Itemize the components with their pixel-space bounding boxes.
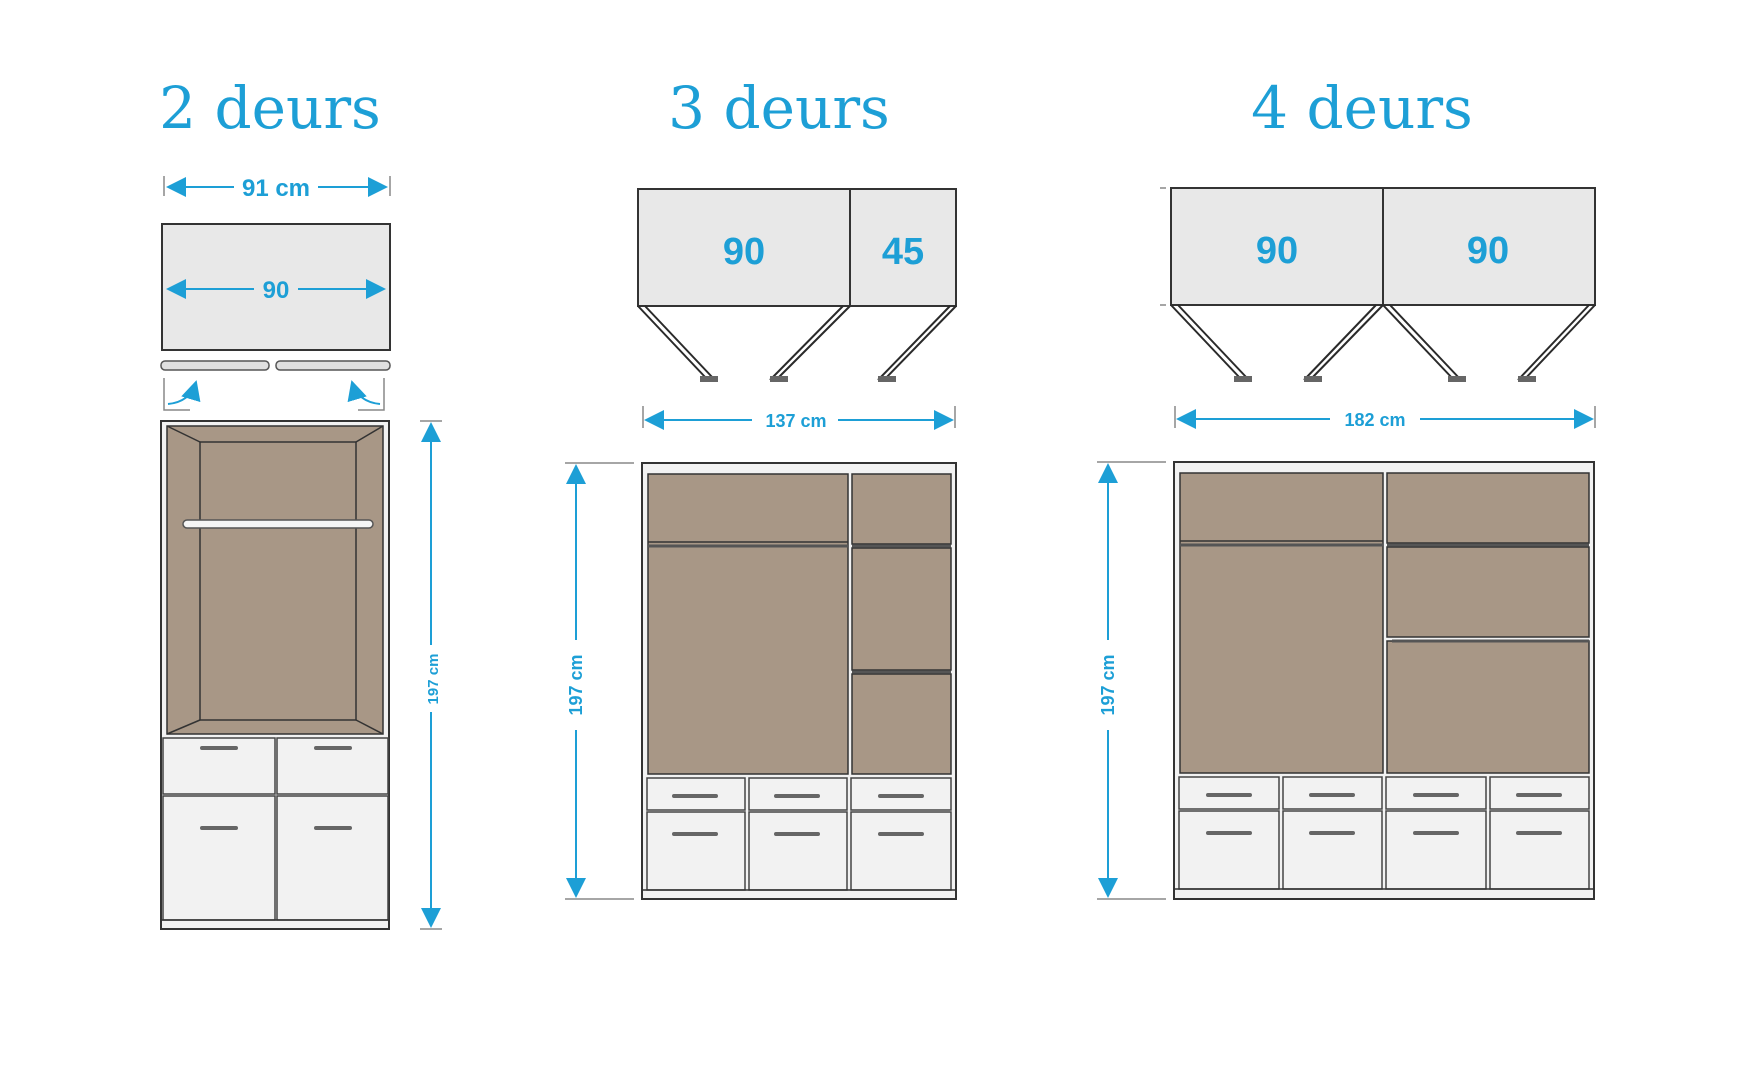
inner-label-2-doors: 90 (263, 277, 290, 304)
width-dimension-4-doors: 182 cm (1174, 406, 1596, 430)
width-label-4-doors: 182 cm (1344, 410, 1405, 430)
width-dimension-3-doors: 137 cm (642, 406, 956, 431)
top-plan-2-doors: 90 (160, 223, 391, 411)
wardrobe-4-doors: 4 deurs 90 90 (1097, 74, 1596, 900)
width-label-2-doors: 91 cm (242, 175, 310, 202)
title-4-doors: 4 deurs (1251, 74, 1473, 142)
top-plan-4-doors: 90 90 (1160, 187, 1596, 382)
height-dimension-3-doors: 197 cm (565, 462, 634, 900)
panel-label-4-doors-b: 90 (1467, 230, 1509, 272)
height-label-2-doors: 197 cm (425, 654, 442, 705)
panel-label-3-doors-b: 45 (882, 231, 924, 273)
panel-label-4-doors-a: 90 (1256, 230, 1298, 272)
front-view-2-doors (160, 420, 390, 930)
wardrobe-2-doors: 2 deurs 91 cm 90 (159, 74, 442, 930)
title-2-doors: 2 deurs (159, 74, 381, 142)
front-view-3-doors (641, 462, 957, 900)
panel-label-3-doors-a: 90 (723, 231, 765, 273)
height-dimension-2-doors: 197 cm (420, 420, 442, 930)
title-3-doors: 3 deurs (668, 74, 890, 142)
front-view-4-doors (1173, 461, 1595, 900)
width-dimension-2-doors: 91 cm (163, 175, 391, 202)
top-plan-3-doors: 90 45 (637, 188, 957, 382)
height-label-4-doors: 197 cm (1098, 654, 1118, 715)
height-dimension-4-doors: 197 cm (1097, 461, 1166, 900)
height-label-3-doors: 197 cm (566, 654, 586, 715)
wardrobe-3-doors: 3 deurs 90 45 137 cm (565, 74, 957, 900)
width-label-3-doors: 137 cm (765, 411, 826, 431)
